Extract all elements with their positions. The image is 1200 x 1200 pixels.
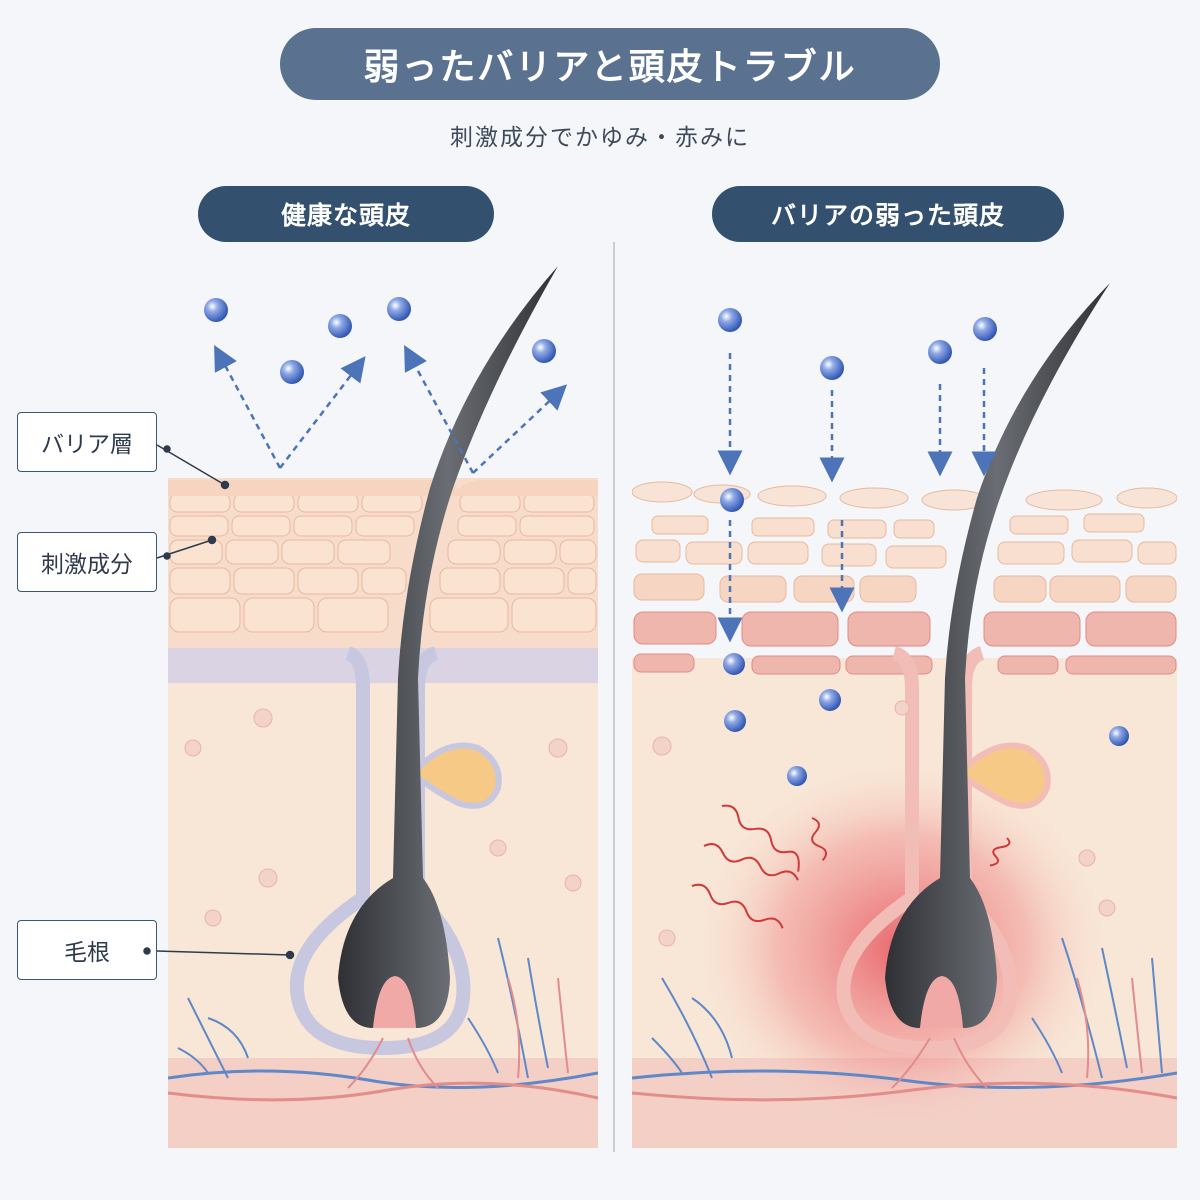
blood-vessels [632, 937, 1177, 1102]
page-title: 弱ったバリアと頭皮トラブル [280, 28, 940, 100]
panel-title-weakened-scalp: バリアの弱った頭皮 [712, 186, 1064, 242]
dermal-papilla [373, 976, 416, 1028]
label-barrier-layer: バリア層 [17, 412, 157, 472]
deflect-arrows [214, 344, 568, 474]
penetrate-arrows [717, 353, 997, 643]
itch-lines [691, 804, 1011, 929]
label-irritant: 刺激成分 [17, 532, 157, 592]
irritant-particles [204, 297, 556, 384]
dermis-cells [652, 700, 1116, 947]
damaged-epidermis-cells [632, 481, 1177, 675]
epidermis-cells [168, 478, 598, 648]
dermal-papilla [920, 976, 963, 1028]
basal-layer [168, 643, 598, 683]
hair-shaft [885, 283, 1110, 1028]
weakened-scalp-illustration [632, 283, 1177, 1148]
panel-title-healthy-scalp: 健康な頭皮 [198, 186, 494, 242]
label-hair-root: 毛根 [17, 920, 157, 980]
blood-vessels [168, 937, 598, 1102]
hair-shaft [338, 266, 558, 1028]
panel-divider [613, 242, 615, 1152]
healthy-scalp-illustration [168, 266, 598, 1148]
sebaceous-gland [962, 742, 1051, 809]
sebaceous-gland [415, 742, 502, 809]
page-subtitle: 刺激成分でかゆみ・赤みに [450, 125, 750, 151]
irritant-particles [718, 308, 1129, 786]
dermis-cells [184, 708, 582, 927]
